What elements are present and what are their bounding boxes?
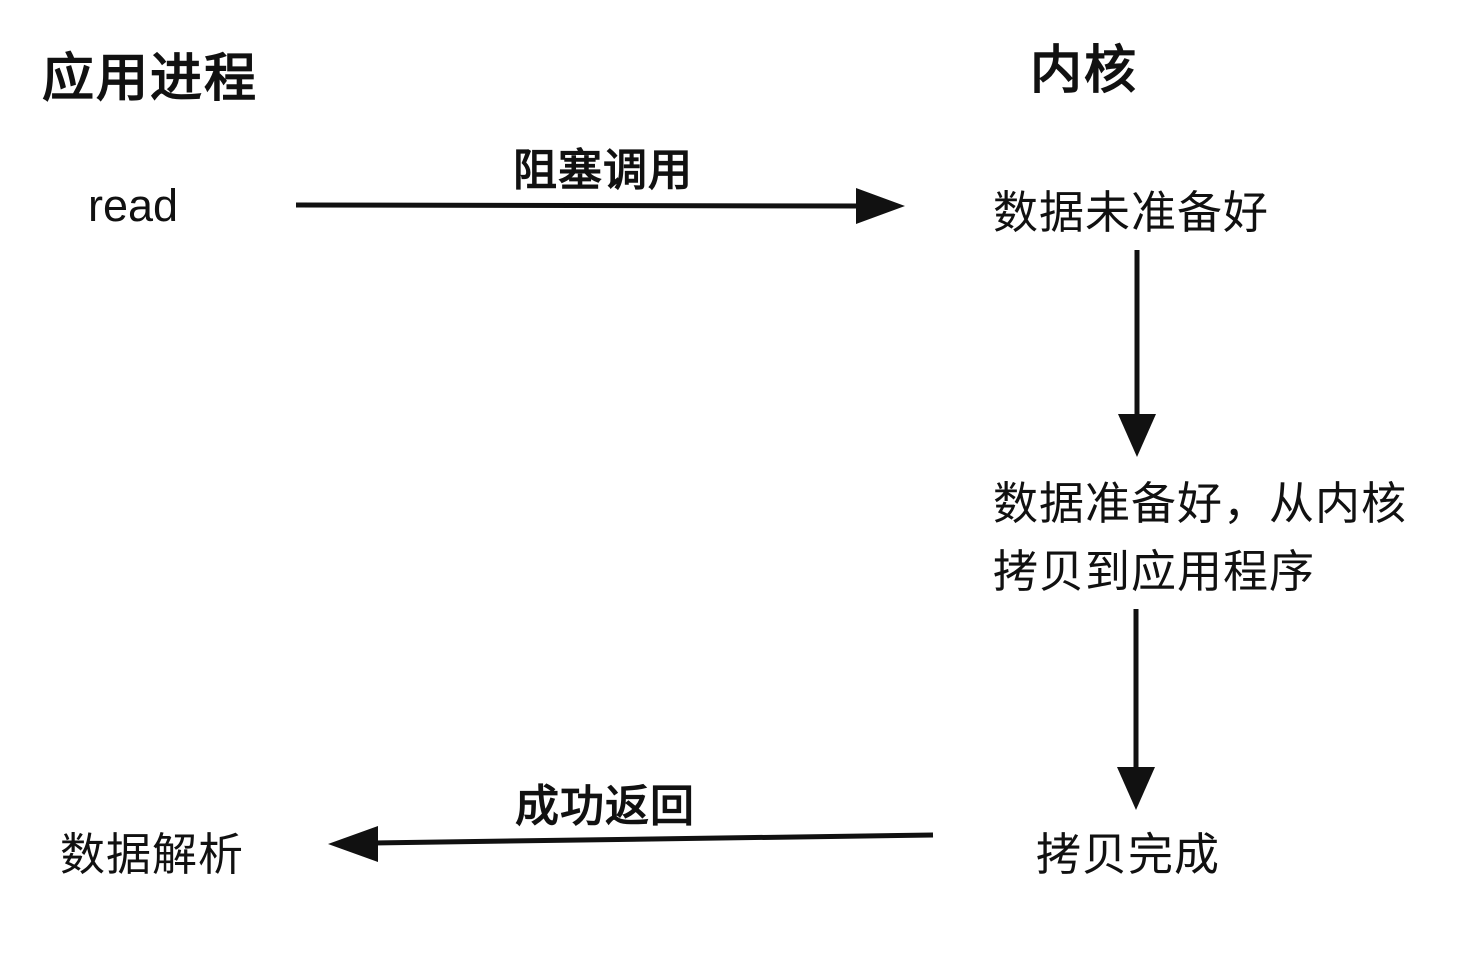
copy-done-label: 拷贝完成	[1036, 829, 1221, 880]
success-return-arrow	[328, 826, 934, 862]
app-process-title: 应用进程	[42, 50, 259, 108]
kernel-copy-down-arrow	[1117, 609, 1155, 810]
data-not-ready-label: 数据未准备好	[993, 187, 1270, 238]
data-parse-label: 数据解析	[60, 829, 245, 880]
data-ready-copy-label: 数据准备好，从内核 拷贝到应用程序	[993, 470, 1453, 606]
success-return-label: 成功返回	[515, 782, 695, 831]
data-ready-copy-line1: 数据准备好，从内核	[993, 478, 1408, 529]
blocking-call-label: 阻塞调用	[513, 146, 693, 195]
kernel-title: 内核	[1030, 42, 1139, 100]
kernel-waiting-down-arrow	[1118, 250, 1156, 457]
data-ready-copy-line2: 拷贝到应用程序	[993, 546, 1316, 597]
read-call-label: read	[88, 180, 179, 231]
blocking-call-arrow	[295, 188, 905, 224]
